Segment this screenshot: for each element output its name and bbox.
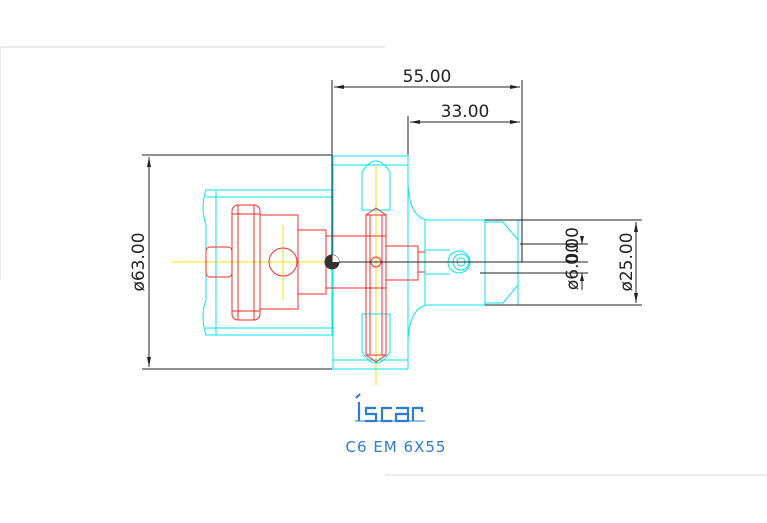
dimension-length-overall: 55.00 bbox=[403, 67, 452, 87]
sheet-border bbox=[0, 46, 767, 476]
centerlines bbox=[172, 165, 545, 385]
dimension-lines bbox=[142, 80, 642, 370]
arrowheads bbox=[147, 85, 638, 367]
dimension-diameter-flange: ø63.00 bbox=[129, 232, 149, 291]
dimension-length-inner: 33.00 bbox=[441, 102, 490, 122]
part-caption: C6 EM 6X55 bbox=[346, 438, 447, 456]
iscar-logo bbox=[355, 393, 425, 423]
body-outline bbox=[202, 155, 519, 370]
dimension-diameter-bore: ø6.00 bbox=[563, 242, 583, 290]
dimension-diameter-shank: ø25.00 bbox=[617, 232, 637, 291]
section-detail bbox=[205, 204, 425, 363]
dimension-offset: 0.00 bbox=[563, 227, 583, 265]
